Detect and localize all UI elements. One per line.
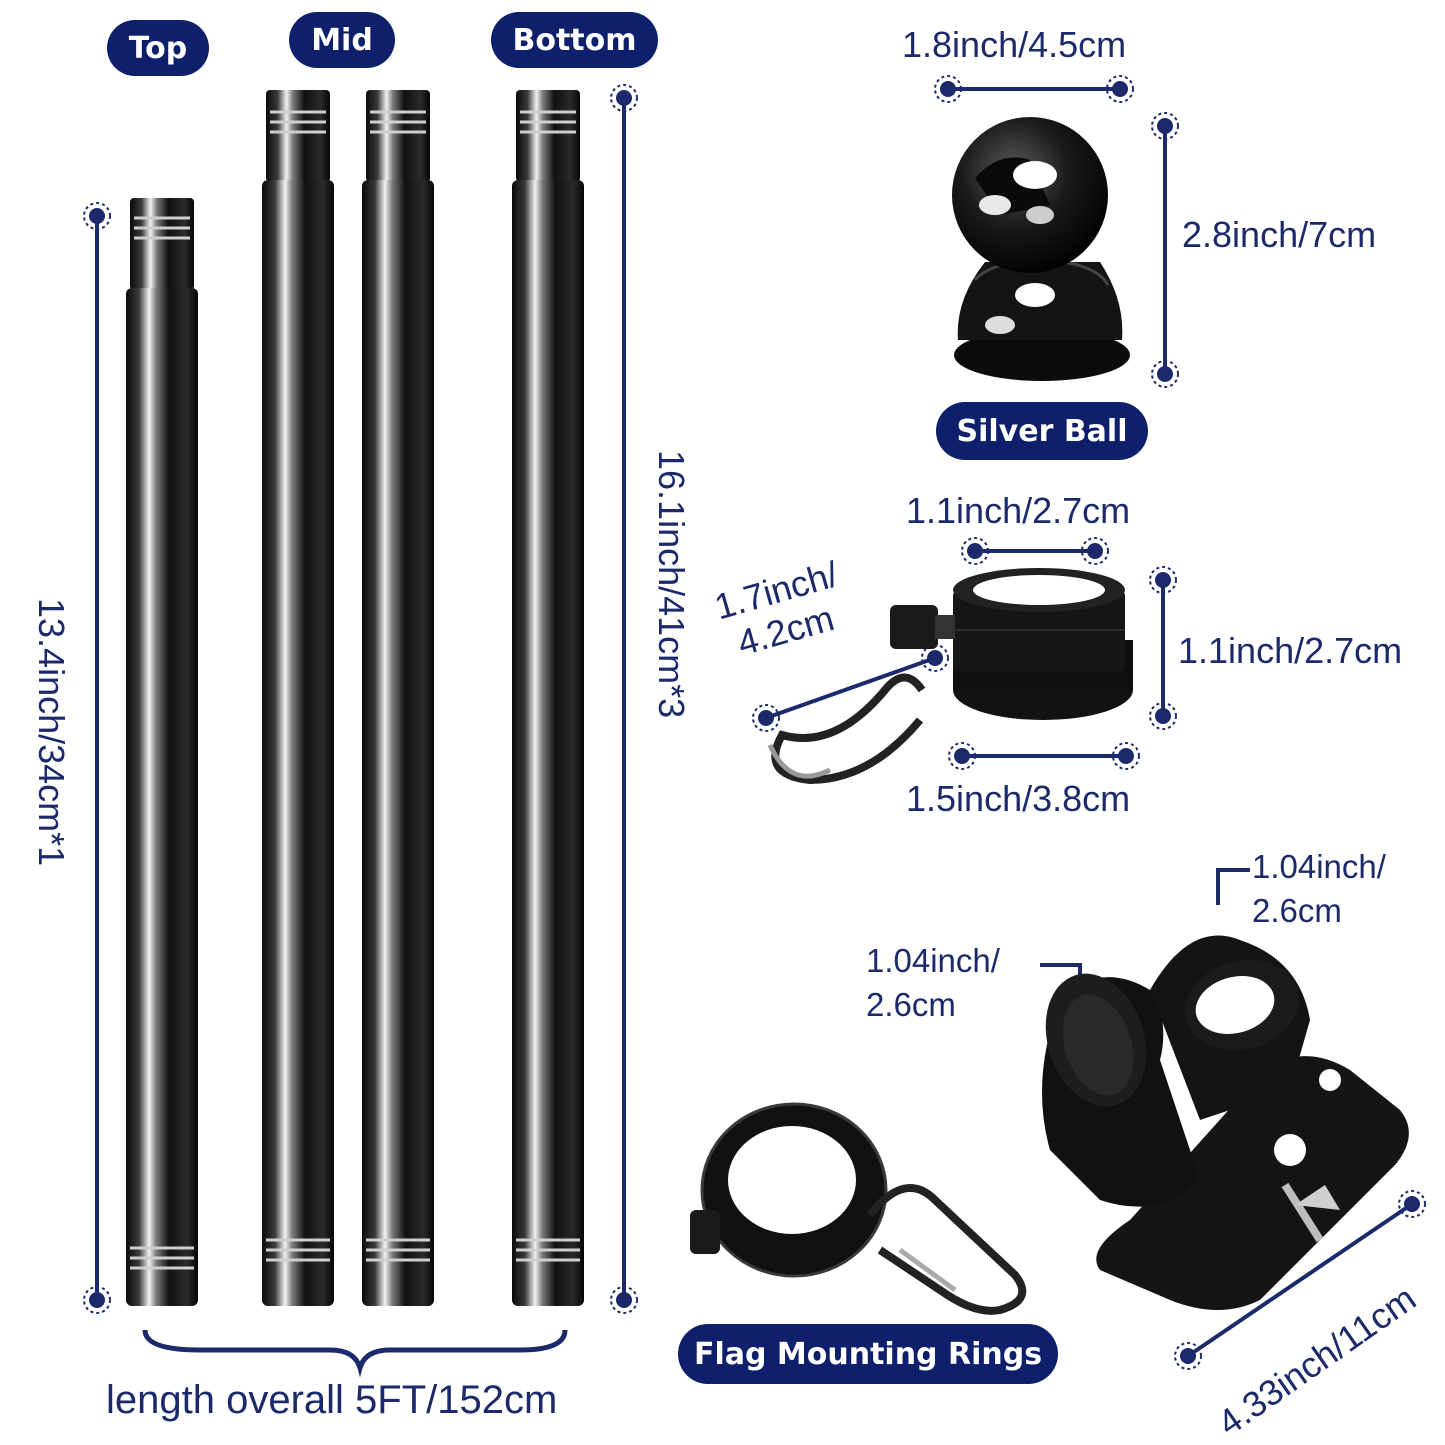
ring-inner-dimension: 1.1inch/2.7cm <box>906 490 1131 531</box>
pole-top <box>126 198 198 1306</box>
bracket-hole2-dimension-line1: 1.04inch/ <box>866 942 1000 979</box>
top-label: Top <box>107 20 209 76</box>
bottom-label: Bottom <box>491 12 658 68</box>
pole-mid-1 <box>262 90 334 1306</box>
silver-ball-label: Silver Ball <box>936 402 1148 460</box>
ball-width-dimension: 1.8inch/4.5cm <box>902 24 1127 65</box>
pole-mid-2 <box>362 90 434 1306</box>
dimension-lines <box>95 87 1414 1378</box>
flag-ring-image <box>690 1102 1027 1315</box>
ring-base-dimension: 1.5inch/3.8cm <box>906 778 1131 819</box>
bracket-hole1-dimension-line1: 1.04inch/ <box>1252 848 1386 885</box>
rotating-ring-image <box>767 568 1133 785</box>
silver-ball-image <box>952 117 1130 381</box>
length-overall-text: length overall 5FT/152cm <box>106 1378 558 1422</box>
ball-height-dimension: 2.8inch/7cm <box>1182 214 1377 255</box>
flag-mounting-rings-label: Flag Mounting Rings <box>678 1324 1058 1384</box>
bracket-hole2-dimension-line2: 2.6cm <box>866 986 956 1023</box>
top-pole-dimension: 13.4inch/34cm*1 <box>31 598 72 867</box>
mid-label: Mid <box>289 12 395 68</box>
dimension-endpoints <box>89 81 1420 1364</box>
bracket-hole1-dimension-line2: 2.6cm <box>1252 892 1342 929</box>
pole-bottom <box>512 90 584 1306</box>
ring-height-dimension: 1.1inch/2.7cm <box>1178 630 1403 671</box>
wall-bracket-image <box>1042 935 1409 1310</box>
mid-bottom-pole-dimension: 16.1inch/41cm*3 <box>651 450 692 719</box>
